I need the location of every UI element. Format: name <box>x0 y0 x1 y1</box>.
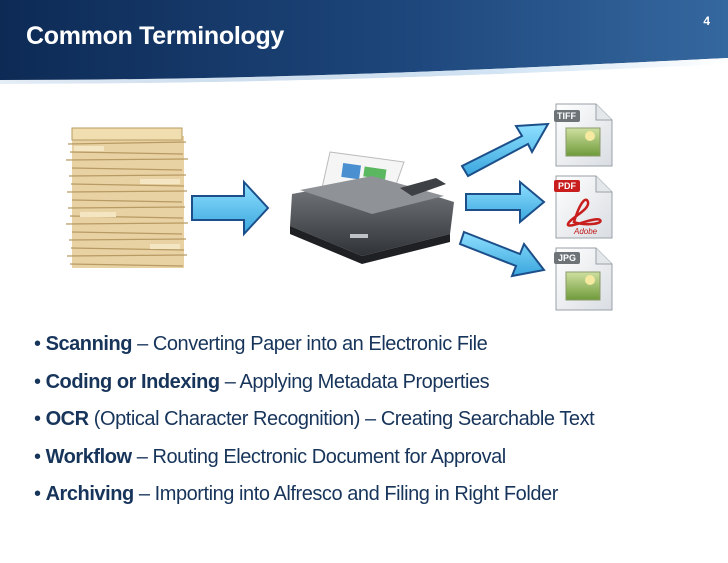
arrow-to-pdf-icon <box>465 179 546 225</box>
bullet-icon: • <box>34 408 41 430</box>
term-label: Scanning <box>45 333 133 355</box>
adobe-label: Adobe <box>573 227 598 236</box>
term-description: – Routing Electronic Document for Approv… <box>131 445 507 468</box>
list-item: •Archiving – Importing into Alfresco and… <box>34 476 714 514</box>
bullet-icon: • <box>34 483 41 505</box>
term-description: (Optical Character Recognition) – Creati… <box>88 408 595 430</box>
term-label: OCR <box>45 408 90 430</box>
arrow-to-tiff-icon <box>460 122 550 178</box>
arrow-to-scanner-icon <box>191 179 270 237</box>
tiff-file-icon: TIFF <box>554 103 613 167</box>
list-item: •Workflow – Routing Electronic Document … <box>34 439 714 477</box>
scanning-illustration: TIFF PDF Adobe JPG <box>65 103 613 311</box>
list-item: •Coding or Indexing – Applying Metadata … <box>34 364 714 402</box>
term-description: – Importing into Alfresco and Filing in … <box>133 483 559 505</box>
title-banner: Common Terminology 4 <box>0 0 728 84</box>
tiff-label: TIFF <box>557 111 576 121</box>
list-item: •OCR (Optical Character Recognition) – C… <box>34 401 714 439</box>
term-description: – Converting Paper into an Electronic Fi… <box>131 333 488 355</box>
pdf-file-icon: PDF Adobe <box>554 175 613 239</box>
banner-background <box>0 0 728 84</box>
term-description: – Applying Metadata Properties <box>219 370 490 393</box>
term-label: Archiving <box>45 483 135 505</box>
pdf-label: PDF <box>558 181 577 191</box>
jpg-label: JPG <box>558 253 576 263</box>
term-label: Coding or Indexing <box>45 370 221 393</box>
arrow-to-jpg-icon <box>458 230 546 278</box>
list-item: •Scanning – Converting Paper into an Ele… <box>34 326 714 364</box>
scanner-icon <box>290 151 454 264</box>
term-label: Workflow <box>45 445 132 468</box>
page-title: Common Terminology <box>26 22 285 50</box>
bullet-icon: • <box>34 333 41 355</box>
jpg-file-icon: JPG <box>554 247 613 311</box>
page-number: 4 <box>703 14 710 28</box>
bullet-icon: • <box>34 370 41 393</box>
terminology-list: •Scanning – Converting Paper into an Ele… <box>34 326 714 514</box>
bullet-icon: • <box>34 445 41 468</box>
paper-stack-icon <box>65 127 189 268</box>
